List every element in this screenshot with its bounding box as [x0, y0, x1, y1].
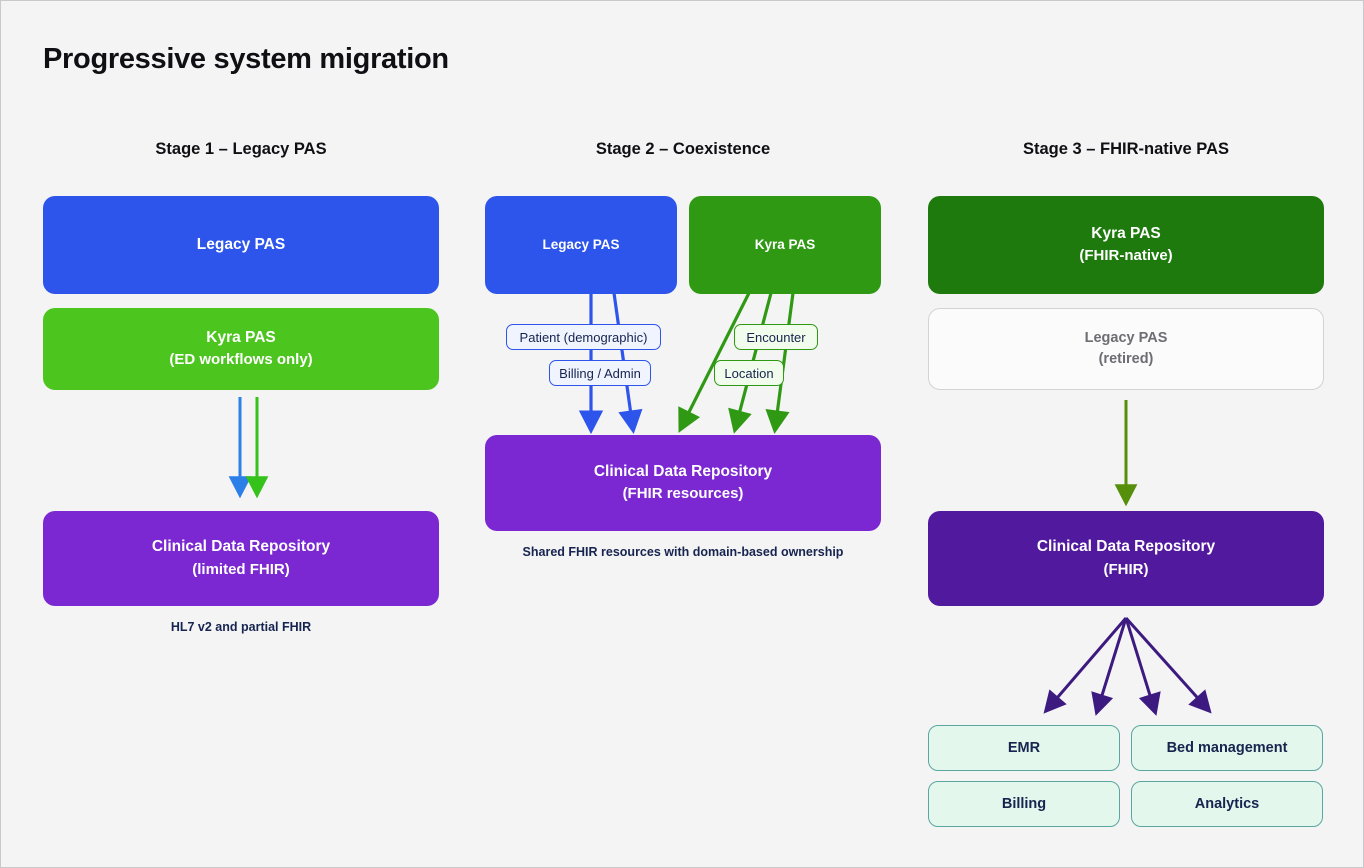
chip-label: Billing / Admin: [559, 365, 641, 381]
node-label-primary: Kyra PAS: [206, 328, 276, 346]
stage2-chip-location[interactable]: Location: [714, 360, 784, 386]
chip-label: Location: [724, 365, 774, 381]
node-label-primary: Clinical Data Repository: [593, 462, 773, 480]
column-header-stage-3: Stage 3 – FHIR-native PAS: [1022, 140, 1229, 158]
stage3-consumer-analytics[interactable]: Analytics: [1131, 781, 1323, 827]
stage1-node-cdr[interactable]: Clinical Data Repository (limited FHIR): [43, 511, 439, 606]
stage3-node-legacy-pas-retired[interactable]: Legacy PAS (retired): [928, 308, 1324, 390]
page-title: Progressive system migration: [43, 43, 449, 75]
flow-stage2-kyra-to-cdr: [678, 292, 795, 435]
node-label-primary: Legacy PAS: [1084, 329, 1168, 346]
stage2-node-legacy-pas[interactable]: Legacy PAS: [485, 196, 677, 294]
stage2-node-kyra-pas[interactable]: Kyra PAS: [689, 196, 881, 294]
node-label-primary: Kyra PAS: [1091, 224, 1161, 242]
flow-stage3-cdr-to-consumers: [1043, 616, 1212, 716]
column-header-stage-2: Stage 2 – Coexistence: [595, 140, 771, 158]
column-header-stage-1: Stage 1 – Legacy PAS: [155, 140, 327, 158]
node-label-primary: Kyra PAS: [754, 237, 816, 253]
stage3-consumer-billing[interactable]: Billing: [928, 781, 1120, 827]
node-label-primary: Legacy PAS: [196, 235, 286, 253]
chip-label: Patient (demographic): [519, 329, 648, 345]
stage3-node-cdr[interactable]: Clinical Data Repository (FHIR): [928, 511, 1324, 606]
stage3-consumer-bed-management[interactable]: Bed management: [1131, 725, 1323, 771]
node-label-secondary: (FHIR-native): [1079, 247, 1173, 265]
stage2-chip-encounter[interactable]: Encounter: [734, 324, 818, 350]
consumer-label: Analytics: [1194, 796, 1260, 812]
stage2-chip-billing-admin[interactable]: Billing / Admin: [549, 360, 651, 386]
stage1-node-legacy-pas[interactable]: Legacy PAS: [43, 196, 439, 294]
node-label-secondary: (ED workflows only): [169, 351, 313, 369]
stage3-consumer-emr[interactable]: EMR: [928, 725, 1120, 771]
node-label-secondary: (limited FHIR): [192, 560, 290, 578]
node-label-secondary: (FHIR resources): [622, 485, 744, 503]
consumer-label: EMR: [1007, 740, 1041, 756]
stage2-caption: Shared FHIR resources with domain-based …: [522, 545, 844, 559]
node-label-secondary: (retired): [1098, 351, 1154, 367]
stage3-node-kyra-pas[interactable]: Kyra PAS (FHIR-native): [928, 196, 1324, 294]
stage2-chip-patient-demographic[interactable]: Patient (demographic): [506, 324, 661, 350]
node-label-primary: Legacy PAS: [542, 237, 620, 253]
stage2-node-cdr[interactable]: Clinical Data Repository (FHIR resources…: [485, 435, 881, 531]
node-label-secondary: (FHIR): [1103, 560, 1149, 578]
consumer-label: Bed management: [1166, 740, 1288, 756]
node-label-primary: Clinical Data Repository: [151, 538, 331, 556]
stage1-node-kyra-pas[interactable]: Kyra PAS (ED workflows only): [43, 308, 439, 390]
consumer-label: Billing: [1001, 796, 1047, 812]
node-label-primary: Clinical Data Repository: [1036, 538, 1216, 556]
flow-stage2-legacy-to-cdr: [578, 292, 643, 435]
stage1-caption: HL7 v2 and partial FHIR: [170, 620, 312, 634]
chip-label: Encounter: [746, 329, 806, 345]
